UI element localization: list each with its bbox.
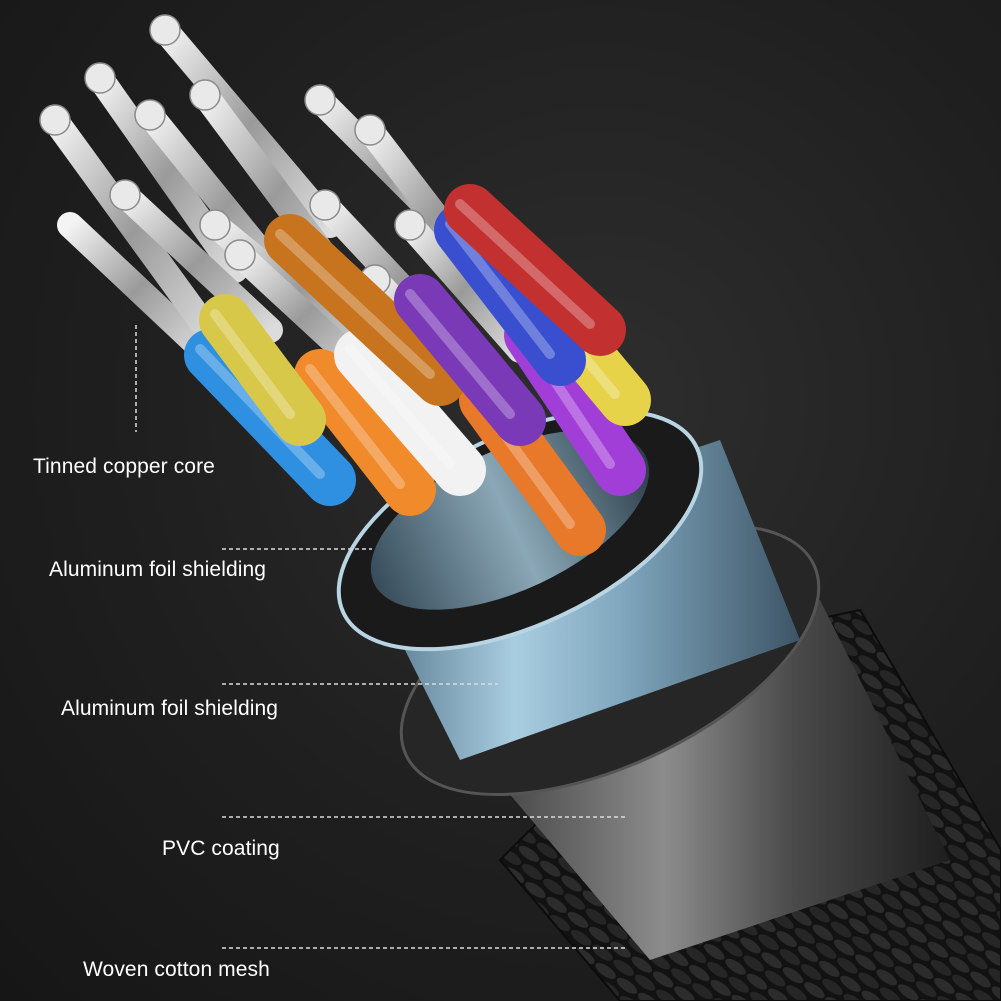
conductor-highlight xyxy=(455,199,595,329)
label-tinned-copper-core: Tinned copper core xyxy=(33,455,215,478)
copper-strand-tip xyxy=(199,209,231,241)
conductor-highlight xyxy=(345,344,455,469)
insulated-conductor xyxy=(444,184,626,356)
insulated-conductor xyxy=(264,214,466,406)
conductor-highlight xyxy=(305,364,405,489)
conductor-highlight xyxy=(210,309,295,419)
insulated-conductor xyxy=(334,329,486,496)
label-pvc-coating: PVC coating xyxy=(162,837,280,860)
copper-strand-tip xyxy=(84,62,116,94)
copper-strand-tip xyxy=(149,14,181,46)
copper-strand xyxy=(152,17,343,238)
label-outer-aluminum-foil: Aluminum foil shielding xyxy=(61,697,279,720)
conductor-highlight xyxy=(445,219,555,359)
copper-strand-tip xyxy=(224,239,256,271)
insulated-conductor xyxy=(394,274,546,446)
insulated-conductor xyxy=(294,349,436,516)
copper-strand xyxy=(397,212,533,363)
copper-strand xyxy=(42,107,228,353)
copper-strand-tip xyxy=(39,104,71,136)
conductor-highlight xyxy=(275,229,435,379)
copper-strand xyxy=(57,212,218,365)
insulated-conductor xyxy=(199,294,326,446)
copper-strand-tip xyxy=(109,179,141,211)
conductor-highlight xyxy=(405,289,515,419)
copper-strand-tip xyxy=(394,209,426,241)
copper-strand-tip xyxy=(309,189,341,221)
copper-strand-tip xyxy=(354,114,386,146)
copper-strand-tip xyxy=(304,84,336,116)
label-woven-cotton-mesh: Woven cotton mesh xyxy=(83,958,270,981)
conductor-bundle xyxy=(39,14,651,556)
insulated-conductor xyxy=(434,204,586,386)
copper-strand-tip xyxy=(189,79,221,111)
conductor-highlight xyxy=(195,344,325,479)
copper-strand-tip xyxy=(134,99,166,131)
inner-foil-layer xyxy=(370,430,650,610)
label-inner-aluminum-foil: Aluminum foil shielding xyxy=(49,558,267,581)
